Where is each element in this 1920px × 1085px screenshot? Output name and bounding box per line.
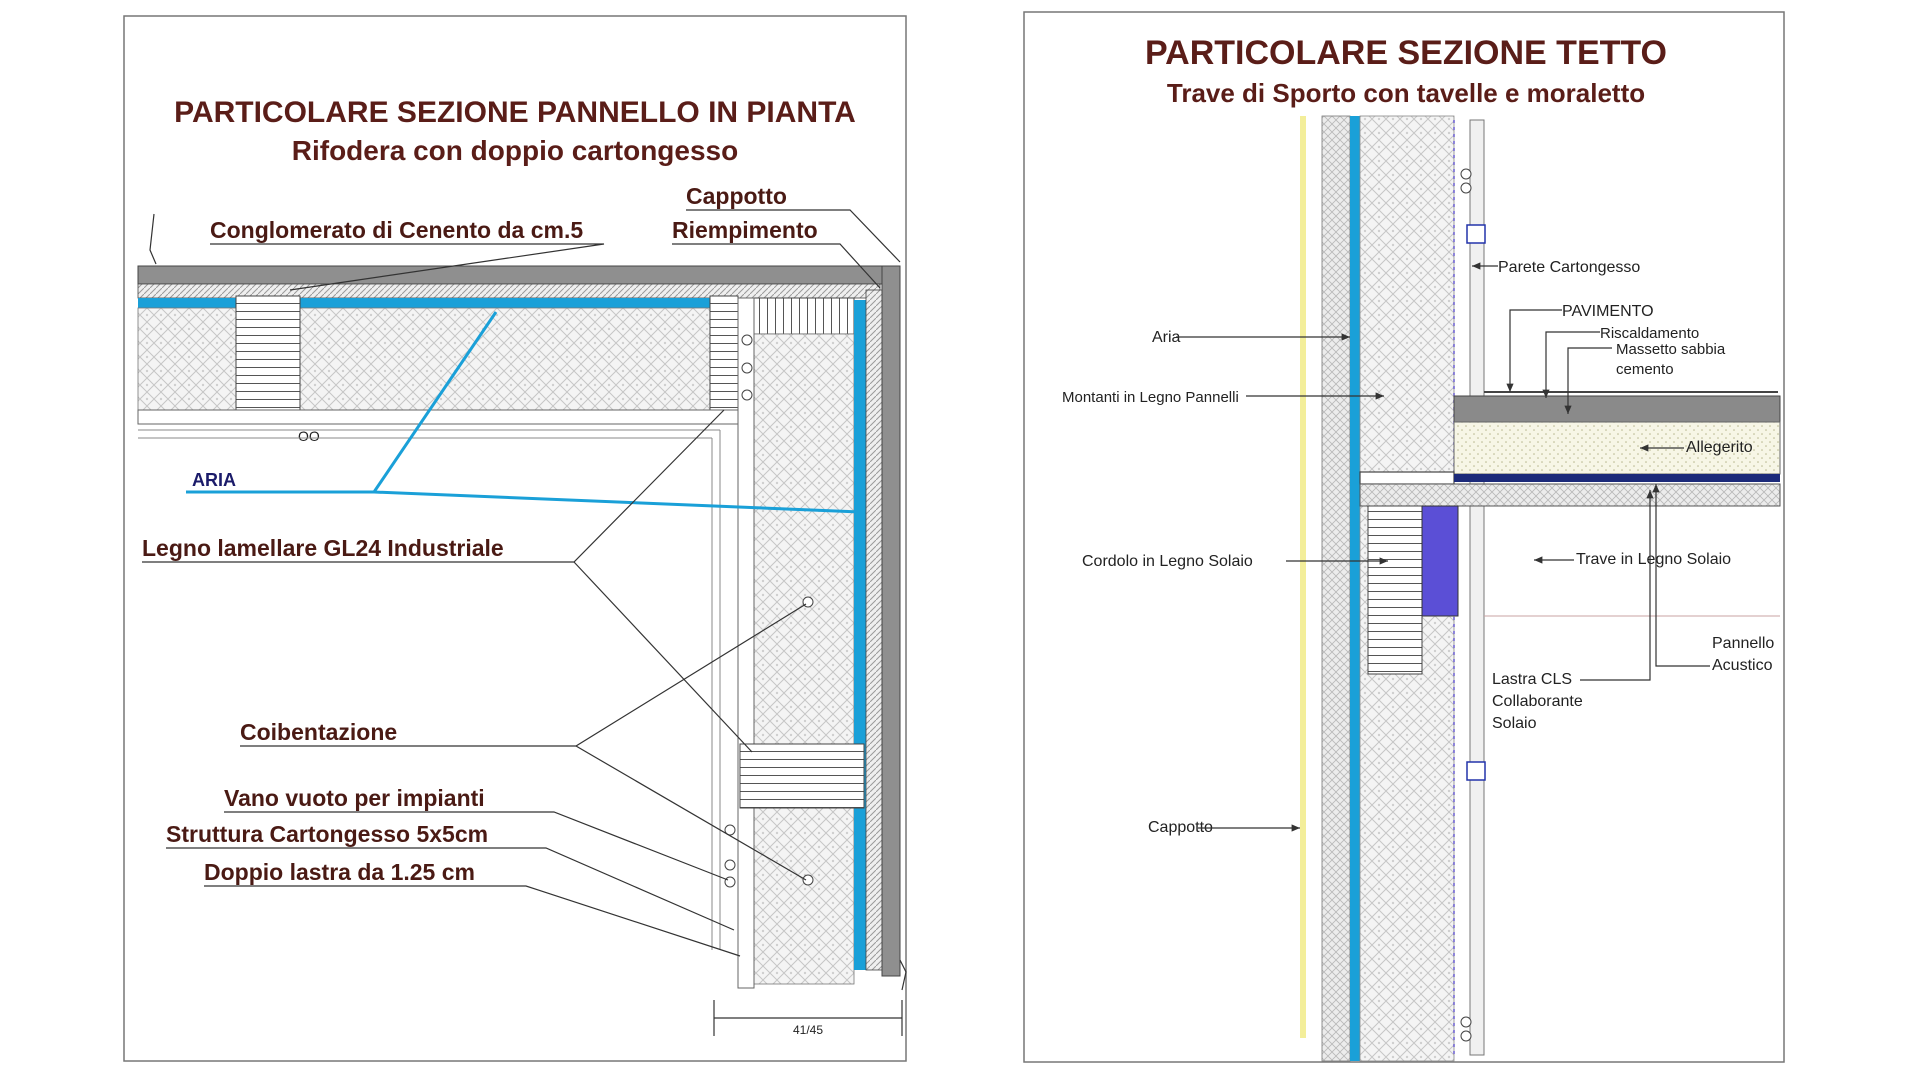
leader-conglomerato bbox=[210, 243, 605, 291]
node-point-2 bbox=[802, 874, 814, 886]
leader-riempimento bbox=[672, 243, 881, 289]
label-pavimento: PAVIMENTO bbox=[1562, 303, 1654, 320]
pipe-symbol-3 bbox=[1460, 1016, 1472, 1028]
pipe-symbol-1 bbox=[1460, 168, 1472, 180]
insulation-vertical bbox=[737, 333, 855, 985]
label-parete-cartongesso: Parete Cartongesso bbox=[1498, 259, 1640, 276]
cls-slab bbox=[1359, 483, 1781, 507]
conduit-symbol-2 bbox=[741, 362, 753, 374]
label-aria: Aria bbox=[1152, 329, 1181, 346]
dimension-group: 41/45 bbox=[713, 1000, 903, 1037]
label-pannello-2: Acustico bbox=[1712, 657, 1773, 674]
plasterboard-wall bbox=[1469, 119, 1485, 1056]
label-coibentazione: Coibentazione bbox=[240, 719, 397, 745]
left-detail-panel: PARTICOLARE SEZIONE PANNELLO IN PIANTA R… bbox=[123, 15, 907, 1062]
label-conglomerato: Conglomerato di Cenento da cm.5 bbox=[210, 217, 583, 243]
label-pannello-1: Pannello bbox=[1712, 635, 1774, 652]
aria-label: ARIA bbox=[192, 470, 236, 490]
concrete-skin-right bbox=[881, 265, 901, 977]
label-lastra-3: Solaio bbox=[1492, 715, 1537, 732]
right-title: PARTICOLARE SEZIONE TETTO bbox=[1145, 34, 1667, 72]
leader-lastra bbox=[1580, 490, 1654, 681]
conduit-symbol-3 bbox=[741, 389, 753, 401]
label-riscaldamento: Riscaldamento bbox=[1600, 325, 1699, 342]
conduit-symbol-6 bbox=[724, 876, 736, 888]
wall-sill bbox=[1359, 471, 1455, 485]
leader-cappotto bbox=[686, 209, 901, 263]
insulation-top bbox=[137, 307, 739, 411]
air-layer-top bbox=[138, 298, 738, 308]
label-trave: Trave in Legno Solaio bbox=[1576, 551, 1731, 568]
label-massetto-2: cemento bbox=[1616, 361, 1674, 378]
conduit-symbol-5 bbox=[724, 859, 736, 871]
leader-massetto bbox=[1564, 347, 1612, 414]
lightweight-layer bbox=[1453, 421, 1781, 475]
floor-beam bbox=[1421, 505, 1459, 617]
acoustic-panel bbox=[1454, 474, 1780, 482]
label-cappotto: Cappotto bbox=[686, 183, 787, 209]
leader-struttura bbox=[166, 847, 735, 931]
pipe-symbol-4 bbox=[1460, 1030, 1472, 1042]
cappotto-layer bbox=[865, 289, 883, 971]
label-cappotto-right: Cappotto bbox=[1148, 819, 1213, 836]
leader-pannello bbox=[1652, 484, 1710, 667]
aria-leader-2 bbox=[373, 490, 861, 514]
conduit-symbol-4 bbox=[724, 824, 736, 836]
left-title: PARTICOLARE SEZIONE PANNELLO IN PIANTA bbox=[174, 96, 856, 129]
air-gap bbox=[1350, 116, 1360, 1061]
timber-stud-vertical bbox=[739, 743, 865, 809]
floor-section bbox=[1359, 391, 1781, 675]
leader-riscaldamento bbox=[1542, 331, 1600, 398]
label-struttura: Struttura Cartongesso 5x5cm bbox=[166, 821, 488, 847]
break-line-left bbox=[149, 213, 157, 265]
break-line-bottom bbox=[899, 959, 907, 991]
label-lastra-1: Lastra CLS bbox=[1492, 671, 1572, 688]
label-montanti: Montanti in Legno Pannelli bbox=[1062, 389, 1239, 406]
label-riempimento: Riempimento bbox=[672, 217, 818, 243]
leader-doppio bbox=[204, 885, 741, 957]
vertical-wall-section bbox=[724, 265, 901, 989]
box-symbol-1 bbox=[1466, 224, 1486, 244]
timber-stud-2 bbox=[709, 295, 739, 425]
label-doppio-lastra: Doppio lastra da 1.25 cm bbox=[204, 859, 475, 885]
cappotto-skin bbox=[1300, 116, 1306, 1038]
conduit-symbol-1 bbox=[741, 334, 753, 346]
timber-ring-beam bbox=[1367, 505, 1423, 675]
leader-vano bbox=[224, 811, 729, 881]
screed-layer bbox=[1453, 395, 1781, 423]
label-massetto-1: Massetto sabbia bbox=[1616, 341, 1726, 358]
label-legno-lamellare: Legno lamellare GL24 Industriale bbox=[142, 535, 504, 561]
left-subtitle: Rifodera con doppio cartongesso bbox=[292, 135, 738, 166]
dimension-label: 41/45 bbox=[793, 1023, 823, 1037]
plasterboard-vertical bbox=[737, 297, 755, 989]
label-lastra-2: Collaborante bbox=[1492, 693, 1583, 710]
label-vano-vuoto: Vano vuoto per impianti bbox=[224, 785, 485, 811]
horizontal-wall-section: OO bbox=[137, 265, 901, 950]
box-symbol-2 bbox=[1466, 761, 1486, 781]
label-allegerito: Allegerito bbox=[1686, 439, 1753, 456]
right-detail-panel: PARTICOLARE SEZIONE TETTO Trave di Sport… bbox=[1023, 11, 1785, 1063]
outer-board bbox=[1321, 115, 1351, 1062]
leader-pavimento bbox=[1506, 309, 1562, 392]
plasterboard-top bbox=[137, 409, 739, 425]
corner-timber bbox=[737, 297, 855, 335]
label-cordolo: Cordolo in Legno Solaio bbox=[1082, 553, 1253, 570]
timber-stud-1 bbox=[235, 295, 301, 425]
air-layer-vertical bbox=[854, 300, 866, 970]
right-subtitle: Trave di Sporto con tavelle e moraletto bbox=[1167, 78, 1645, 108]
pipe-symbol-2 bbox=[1460, 182, 1472, 194]
leader-legno-2 bbox=[573, 561, 753, 753]
leader-coibentazione-2 bbox=[575, 745, 807, 881]
concrete-skin-top bbox=[137, 265, 901, 285]
pipes-symbol: OO bbox=[298, 428, 320, 444]
